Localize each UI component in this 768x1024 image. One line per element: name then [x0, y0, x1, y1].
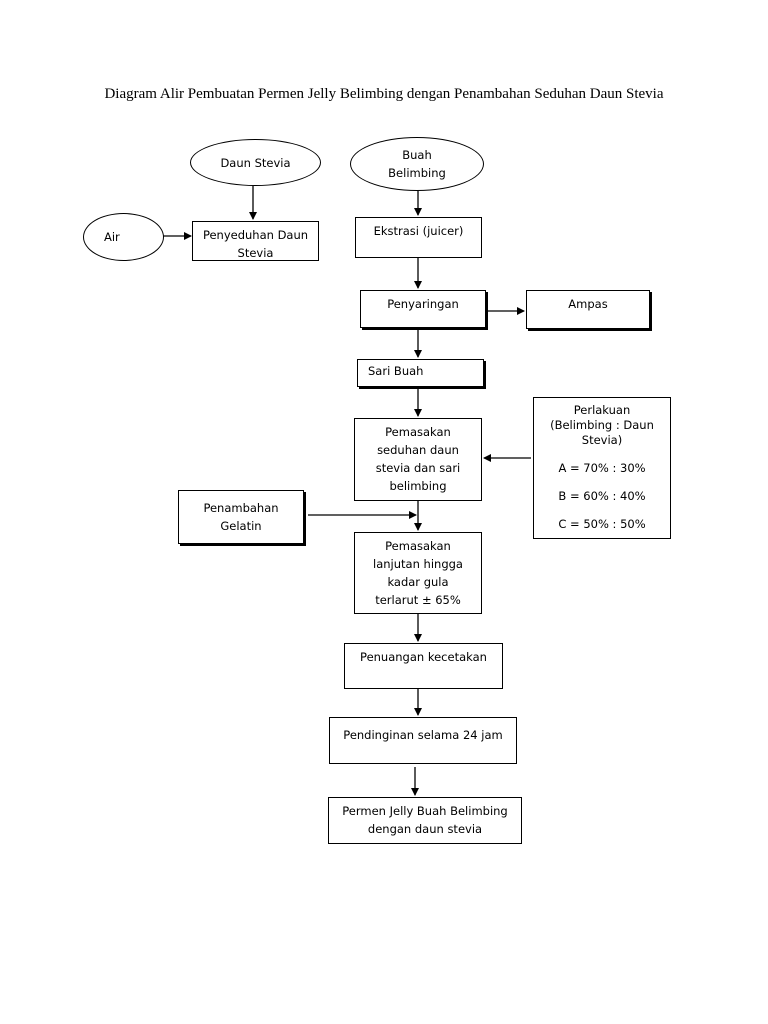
node-penyeduhan-daun-stevia: Penyeduhan Daun Stevia — [192, 221, 319, 261]
node-buah-belimbing-line-1: Buah — [402, 148, 432, 162]
node-permen-line-1: Permen Jelly Buah Belimbing — [342, 804, 508, 818]
node-daun-stevia-label: Daun Stevia — [220, 155, 291, 170]
node-pemasakan-line-3: stevia dan sari — [375, 461, 461, 475]
node-lanjutan-line-3: kadar gula — [387, 575, 449, 589]
node-sari-buah-label: Sari Buah — [368, 364, 424, 378]
node-perlakuan-option-c: C = 50% : 50% — [558, 517, 646, 531]
node-pemasakan-lanjutan: Pemasakan lanjutan hingga kadar gula ter… — [354, 532, 482, 614]
node-permen-jelly: Permen Jelly Buah Belimbing dengan daun … — [328, 797, 522, 844]
node-perlakuan-line-2: (Belimbing : Daun — [550, 418, 654, 432]
node-perlakuan: Perlakuan (Belimbing : Daun Stevia) A = … — [533, 397, 671, 539]
node-penuangan-label: Penuangan kecetakan — [360, 650, 487, 664]
node-perlakuan-option-b: B = 60% : 40% — [558, 489, 646, 503]
node-perlakuan-line-3: Stevia) — [581, 433, 623, 447]
node-lanjutan-line-4: terlarut ± 65% — [375, 593, 461, 607]
node-pemasakan-line-2: seduhan daun — [377, 443, 459, 457]
node-permen-line-2: dengan daun stevia — [367, 822, 483, 836]
node-penuangan: Penuangan kecetakan — [344, 643, 503, 689]
node-perlakuan-line-1: Perlakuan — [573, 403, 631, 417]
node-buah-belimbing: Buah Belimbing — [350, 137, 484, 191]
node-penyeduhan-line-1: Penyeduhan Daun — [202, 228, 309, 242]
node-air-label: Air — [104, 230, 120, 244]
node-penambahan-gelatin: Penambahan Gelatin — [178, 490, 304, 544]
node-pendinginan-label: Pendinginan selama 24 jam — [343, 728, 503, 742]
page-title: Diagram Alir Pembuatan Permen Jelly Beli… — [104, 86, 664, 102]
node-sari-buah: Sari Buah — [357, 359, 484, 387]
node-lanjutan-line-1: Pemasakan — [385, 539, 451, 553]
node-penyeduhan-line-2: Stevia — [237, 246, 274, 260]
node-gelatin-line-1: Penambahan — [203, 501, 279, 515]
node-air: Air — [83, 213, 164, 261]
node-pemasakan: Pemasakan seduhan daun stevia dan sari b… — [354, 418, 482, 501]
node-pemasakan-line-1: Pemasakan — [385, 425, 451, 439]
node-ampas: Ampas — [526, 290, 650, 329]
node-ampas-label: Ampas — [568, 297, 608, 311]
node-ekstrasi-label: Ekstrasi (juicer) — [373, 224, 464, 238]
node-ekstrasi: Ekstrasi (juicer) — [355, 217, 482, 258]
node-pemasakan-line-4: belimbing — [389, 479, 447, 493]
node-buah-belimbing-line-2: Belimbing — [388, 166, 446, 180]
node-lanjutan-line-2: lanjutan hingga — [373, 557, 463, 571]
node-perlakuan-option-a: A = 70% : 30% — [558, 461, 646, 475]
node-pendinginan: Pendinginan selama 24 jam — [329, 717, 517, 764]
node-penyaringan-label: Penyaringan — [387, 297, 459, 311]
node-gelatin-line-2: Gelatin — [220, 519, 262, 533]
node-daun-stevia: Daun Stevia — [190, 139, 321, 186]
node-penyaringan: Penyaringan — [360, 290, 486, 328]
